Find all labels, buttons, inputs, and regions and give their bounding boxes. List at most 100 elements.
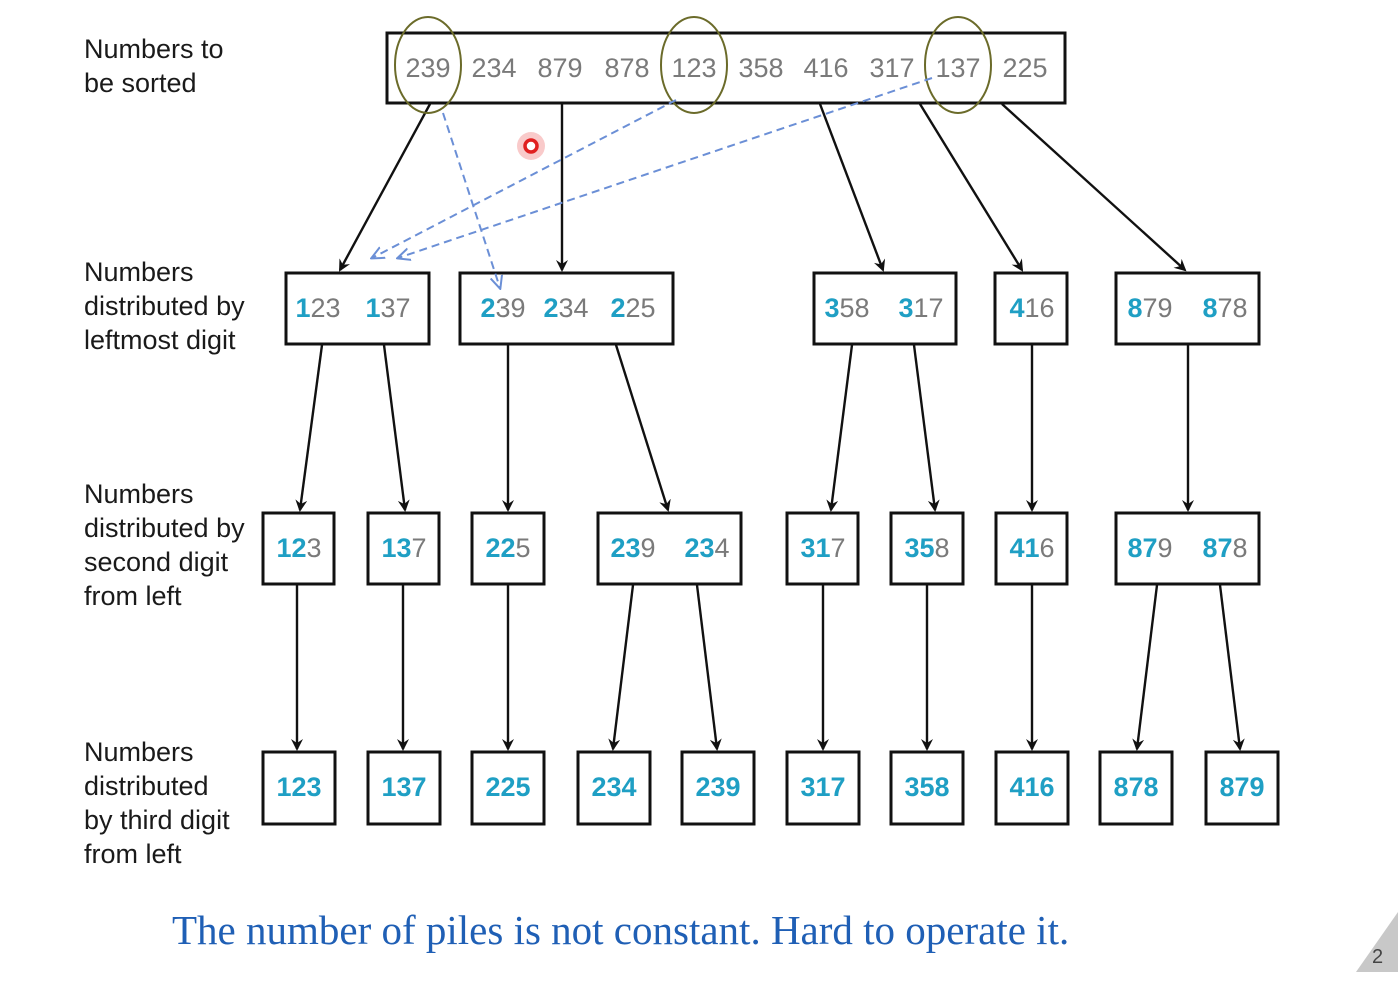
pile-number: 358 [904, 533, 949, 563]
circle-highlight [394, 16, 462, 114]
pile-number: 878 [1202, 533, 1247, 563]
annotation-overlay [372, 16, 992, 288]
pile-leftmost [1114, 271, 1261, 346]
pile-number: 358 [904, 772, 949, 802]
label-line: Numbers to [84, 34, 224, 64]
arrow [338, 103, 432, 272]
dashed-arrow [372, 99, 677, 258]
boxes-layer: 239 234 879 878 123 358 416 317 137 225 123 137 239 2… [261, 31, 1280, 826]
pile-third-digit [785, 750, 861, 826]
label-line: leftmost digit [84, 325, 236, 355]
arrow [1132, 584, 1159, 751]
pile-number: 879 [1219, 772, 1264, 802]
row-label-leftmost-digit: Numbers distributed by leftmost digit [84, 255, 245, 357]
pile-second-digit [261, 511, 336, 586]
row-label-second-digit: Numbers distributed by second digit from… [84, 477, 245, 613]
pile-second-digit [366, 511, 441, 586]
arrow [918, 103, 1024, 272]
pile-number: 239 [695, 772, 740, 802]
pile-leftmost [993, 271, 1069, 346]
unsorted-number: 234 [471, 53, 516, 83]
pile-number: 879 [1127, 293, 1172, 323]
pile-number: 123 [276, 772, 321, 802]
pile-third-digit [366, 750, 442, 826]
pile-number: 239 [610, 533, 655, 563]
pile-number: 123 [295, 293, 340, 323]
pile-number: 317 [800, 772, 845, 802]
arrow [608, 584, 635, 751]
arrow [695, 584, 722, 751]
unsorted-number: 416 [803, 53, 848, 83]
pile-second-digit [596, 511, 743, 586]
pile-number: 225 [485, 533, 530, 563]
label-line: by third digit [84, 805, 230, 835]
label-line: distributed [84, 771, 209, 801]
arrow [818, 103, 886, 272]
pile-number: 317 [800, 533, 845, 563]
pile-third-digit [261, 750, 337, 826]
pile-number: 225 [610, 293, 655, 323]
unsorted-number: 239 [405, 53, 450, 83]
arrow [826, 344, 854, 512]
pile-second-digit [785, 511, 860, 586]
arrows-layer [291, 103, 1245, 751]
pile-number: 234 [591, 772, 636, 802]
pile-number: 878 [1113, 772, 1158, 802]
pile-number: 358 [824, 293, 869, 323]
pile-number: 416 [1009, 293, 1054, 323]
pile-leftmost [812, 271, 958, 346]
pile-third-digit [470, 750, 546, 826]
pile-number: 879 [1127, 533, 1172, 563]
arrow [912, 344, 940, 512]
arrow [1218, 584, 1245, 751]
label-line: distributed by [84, 291, 245, 321]
pile-second-digit [470, 511, 546, 586]
dashed-arrow [398, 77, 933, 258]
cursor-dot [523, 138, 539, 154]
unsorted-number: 137 [935, 53, 980, 83]
pile-number: 137 [365, 293, 410, 323]
pile-number: 317 [898, 293, 943, 323]
arrow [614, 344, 671, 512]
pile-third-digit [889, 750, 965, 826]
pile-second-digit [1114, 511, 1261, 586]
pile-second-digit [889, 511, 965, 586]
pile-third-digit [1098, 750, 1174, 826]
pile-number: 239 [480, 293, 525, 323]
pile-number: 137 [381, 772, 426, 802]
circle-highlight [660, 16, 728, 114]
pile-leftmost [458, 271, 675, 346]
unsorted-number: 317 [869, 53, 914, 83]
label-line: second digit [84, 547, 229, 577]
unsorted-number: 878 [604, 53, 649, 83]
label-line: Numbers [84, 257, 194, 287]
circle-highlight [924, 16, 992, 114]
label-line: be sorted [84, 68, 197, 98]
pile-number: 123 [276, 533, 321, 563]
pile-third-digit [1204, 750, 1280, 826]
row-label-numbers-to-be-sorted: Numbers to be sorted [84, 32, 224, 100]
pile-leftmost [284, 271, 431, 346]
label-line: distributed by [84, 513, 245, 543]
pile-number: 137 [381, 533, 426, 563]
page-number: 2 [1372, 946, 1384, 968]
pile-number: 416 [1009, 772, 1054, 802]
unsorted-number: 123 [671, 53, 716, 83]
pile-number: 878 [1202, 293, 1247, 323]
arrow [1001, 103, 1187, 272]
pile-number: 225 [485, 772, 530, 802]
row-label-third-digit: Numbers distributed by third digit from … [84, 735, 230, 871]
label-line: from left [84, 581, 182, 611]
label-line: Numbers [84, 737, 194, 767]
caption: The number of piles is not constant. Har… [172, 907, 1070, 953]
arrow [382, 344, 410, 512]
label-line: from left [84, 839, 182, 869]
unsorted-number: 358 [738, 53, 783, 83]
dashed-arrow [442, 112, 500, 288]
label-line: Numbers [84, 479, 194, 509]
pile-number: 234 [684, 533, 729, 563]
pile-third-digit [576, 750, 652, 826]
pile-third-digit [680, 750, 756, 826]
